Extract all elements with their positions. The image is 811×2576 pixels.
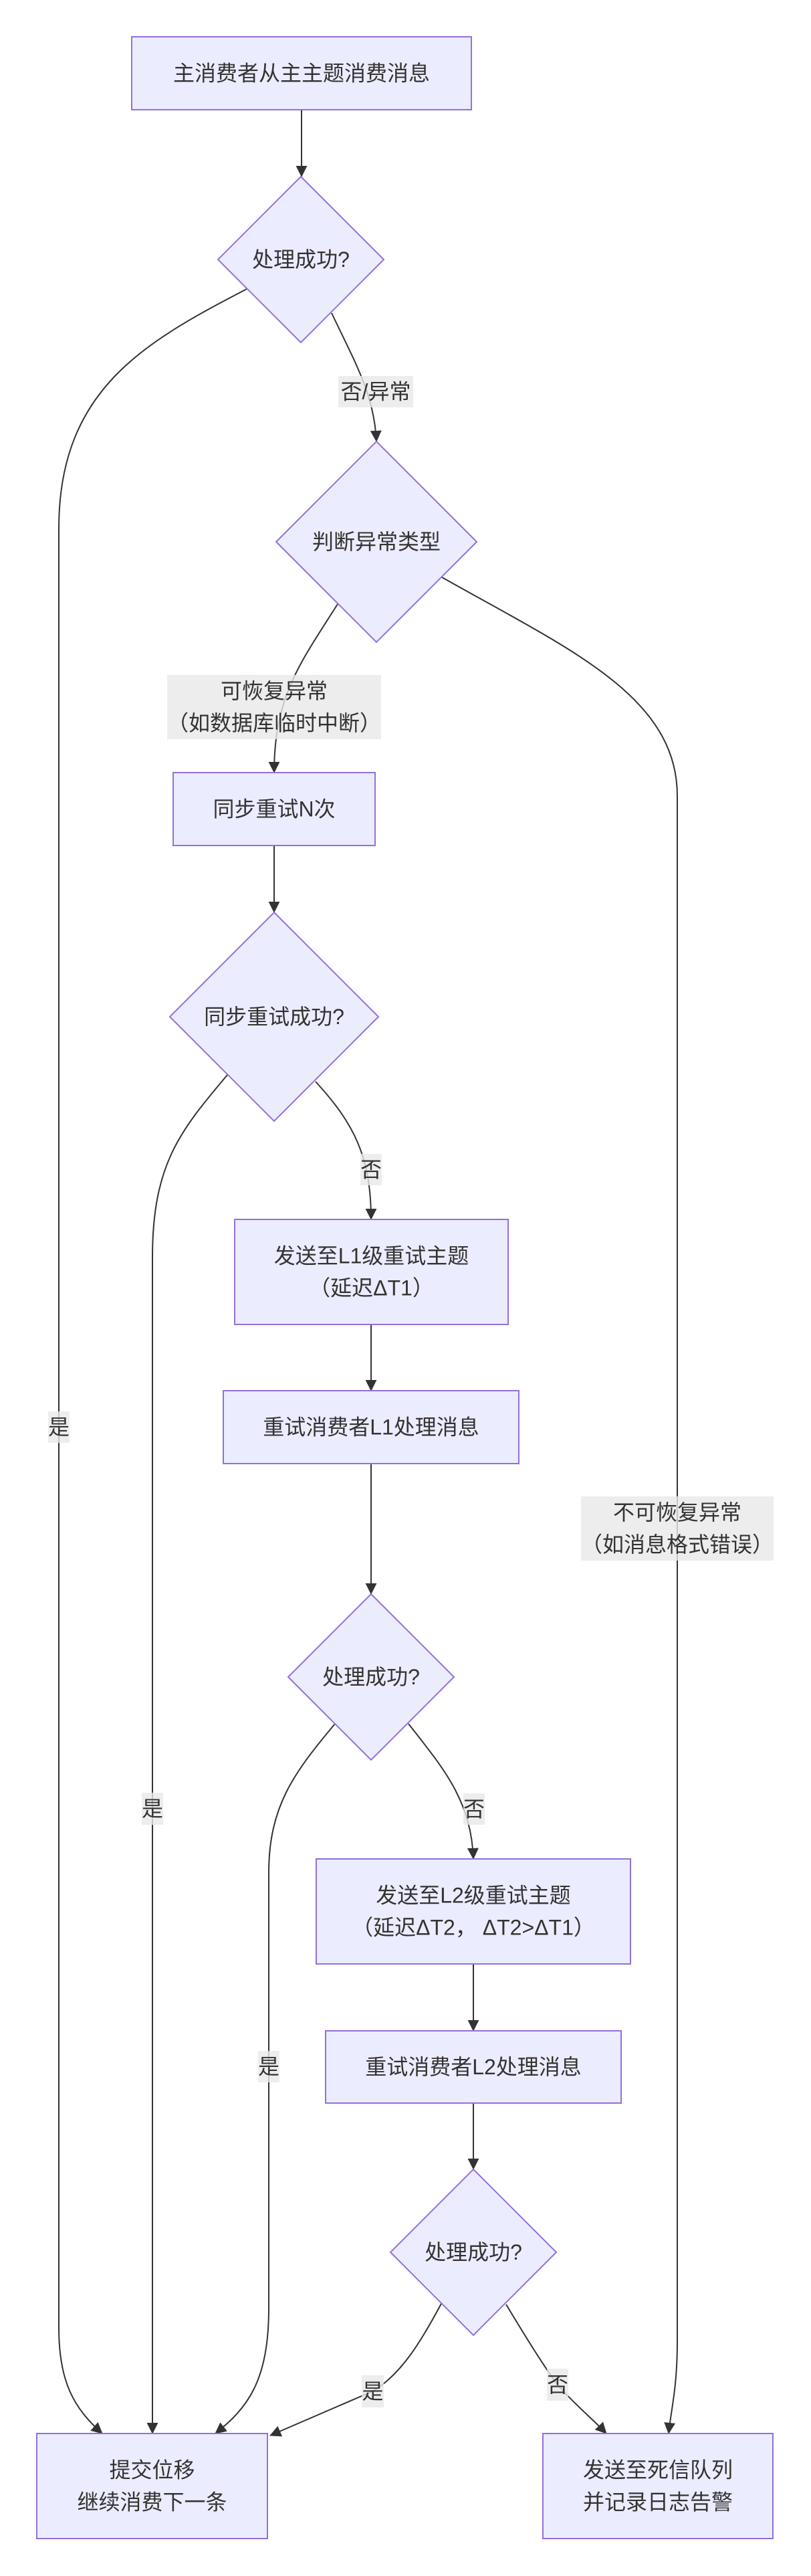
node-send-l2: 发送至L2级重试主题 （延迟ΔT2， ΔT2>ΔT1） bbox=[316, 1858, 631, 1965]
node-commit-offset: 提交位移 继续消费下一条 bbox=[36, 2433, 268, 2539]
edge-label-no: 否 bbox=[360, 1154, 382, 1185]
decision-diamond bbox=[168, 911, 380, 1122]
edge-label-background bbox=[338, 376, 413, 407]
edge-label-background bbox=[360, 1154, 382, 1185]
edge-label-unrecoverable: 不可恢复异常 （如消息格式错误） bbox=[581, 1496, 774, 1561]
node-label: 处理成功? bbox=[425, 2240, 522, 2264]
node-check-success: 处理成功? bbox=[217, 175, 385, 344]
edge-label-text-line-2: （如消息格式错误） bbox=[581, 1532, 774, 1557]
node-label: 处理成功? bbox=[322, 1665, 420, 1689]
edge-check-sync-retry-no-to-send-l1 bbox=[315, 1081, 377, 1220]
edge-label-text: 否/异常 bbox=[341, 380, 411, 404]
process-box bbox=[223, 1390, 519, 1464]
edge-label-background bbox=[581, 1496, 774, 1561]
node-label-line-2: 继续消费下一条 bbox=[77, 2490, 227, 2514]
edge-label-text: 是 bbox=[258, 2055, 279, 2079]
node-label: 重试消费者L1处理消息 bbox=[263, 1415, 479, 1440]
process-box bbox=[325, 2030, 622, 2104]
edge-label-background bbox=[362, 2375, 384, 2407]
node-check-l2: 处理成功? bbox=[389, 2168, 558, 2337]
process-box bbox=[542, 2433, 774, 2539]
edge-check-success-yes-to-commit-offset bbox=[58, 288, 247, 2434]
process-box bbox=[172, 772, 376, 846]
node-label: 处理成功? bbox=[252, 247, 350, 272]
edge-label-background bbox=[547, 2369, 568, 2401]
edge-label-background bbox=[167, 675, 381, 739]
edge-label-text: 是 bbox=[142, 1797, 163, 1821]
node-label-line-1: 提交位移 bbox=[109, 2458, 195, 2482]
edge-label-no: 否 bbox=[547, 2369, 568, 2401]
edge-classify-error-unrecoverable-to-dead-letter bbox=[441, 577, 678, 2434]
process-box bbox=[234, 1219, 509, 1325]
node-sync-retry: 同步重试N次 bbox=[172, 772, 376, 846]
edge-label-background bbox=[258, 2051, 279, 2082]
process-box bbox=[316, 1858, 631, 1965]
node-dead-letter: 发送至死信队列 并记录日志告警 bbox=[542, 2433, 774, 2539]
decision-diamond bbox=[287, 1593, 455, 1761]
edge-label-background bbox=[463, 1793, 485, 1825]
edge-label-no-exception: 否/异常 bbox=[338, 376, 413, 407]
decision-diamond bbox=[275, 440, 478, 643]
node-label-line-2: （延迟ΔT1） bbox=[309, 1276, 434, 1300]
edge-label-yes: 是 bbox=[142, 1793, 163, 1825]
edge-label-yes: 是 bbox=[258, 2051, 279, 2082]
node-label-line-2: 并记录日志告警 bbox=[583, 2490, 733, 2514]
edge-label-yes: 是 bbox=[48, 1411, 70, 1443]
node-label: 同步重试成功? bbox=[204, 1005, 344, 1029]
process-box bbox=[36, 2433, 268, 2539]
node-label: 重试消费者L2处理消息 bbox=[365, 2055, 582, 2079]
edge-label-background bbox=[48, 1411, 70, 1443]
edge-label-background bbox=[142, 1793, 163, 1825]
node-label: 同步重试N次 bbox=[213, 797, 335, 821]
edge-label-text: 否 bbox=[547, 2373, 568, 2397]
edge-check-l2-yes-to-commit-offset bbox=[269, 2302, 443, 2437]
edge-label-text: 是 bbox=[48, 1415, 70, 1440]
node-label: 判断异常类型 bbox=[312, 530, 441, 554]
node-send-l1: 发送至L1级重试主题 （延迟ΔT1） bbox=[234, 1219, 509, 1325]
node-consume-l2: 重试消费者L2处理消息 bbox=[325, 2030, 622, 2104]
edge-label-text: 是 bbox=[362, 2379, 383, 2403]
node-consume-main: 主消费者从主主题消费消息 bbox=[131, 36, 472, 110]
decision-diamond bbox=[389, 2168, 558, 2337]
edge-label-yes: 是 bbox=[362, 2375, 384, 2407]
node-check-l1: 处理成功? bbox=[287, 1593, 455, 1761]
edge-label-text-line-1: 不可恢复异常 bbox=[613, 1500, 741, 1524]
nodes: 主消费者从主主题消费消息 处理成功? 判断异常类型 同步重试N次 同步重试成功?… bbox=[36, 36, 774, 2539]
edge-label-text-line-2: （如数据库临时中断） bbox=[167, 711, 381, 735]
node-check-sync-retry: 同步重试成功? bbox=[168, 911, 380, 1122]
edge-label-text: 否 bbox=[463, 1797, 485, 1821]
edge-labels: 否/异常 可恢复异常 （如数据库临时中断） 不可恢复异常 （如消息格式错误） 是… bbox=[48, 376, 774, 2407]
edge-label-no: 否 bbox=[463, 1793, 485, 1825]
edge-check-l1-yes-to-commit-offset bbox=[215, 1723, 336, 2434]
node-consume-l1: 重试消费者L1处理消息 bbox=[223, 1390, 519, 1464]
decision-diamond bbox=[217, 175, 385, 344]
node-label: 主消费者从主主题消费消息 bbox=[173, 62, 430, 86]
edge-label-text-line-1: 可恢复异常 bbox=[221, 679, 328, 703]
edges bbox=[58, 110, 678, 2437]
edge-check-sync-retry-yes-to-commit-offset bbox=[146, 1074, 228, 2434]
edge-label-text: 否 bbox=[360, 1158, 382, 1182]
node-classify-error: 判断异常类型 bbox=[275, 440, 478, 643]
edge-label-recoverable: 可恢复异常 （如数据库临时中断） bbox=[167, 675, 381, 739]
process-box bbox=[131, 36, 472, 110]
node-label-line-1: 发送至死信队列 bbox=[583, 2458, 733, 2482]
edge-check-l1-no-to-send-l2 bbox=[408, 1723, 479, 1860]
node-label-line-1: 发送至L2级重试主题 bbox=[376, 1884, 571, 1908]
node-label-line-2: （延迟ΔT2， ΔT2>ΔT1） bbox=[352, 1916, 595, 1940]
node-label-line-1: 发送至L1级重试主题 bbox=[274, 1244, 469, 1268]
